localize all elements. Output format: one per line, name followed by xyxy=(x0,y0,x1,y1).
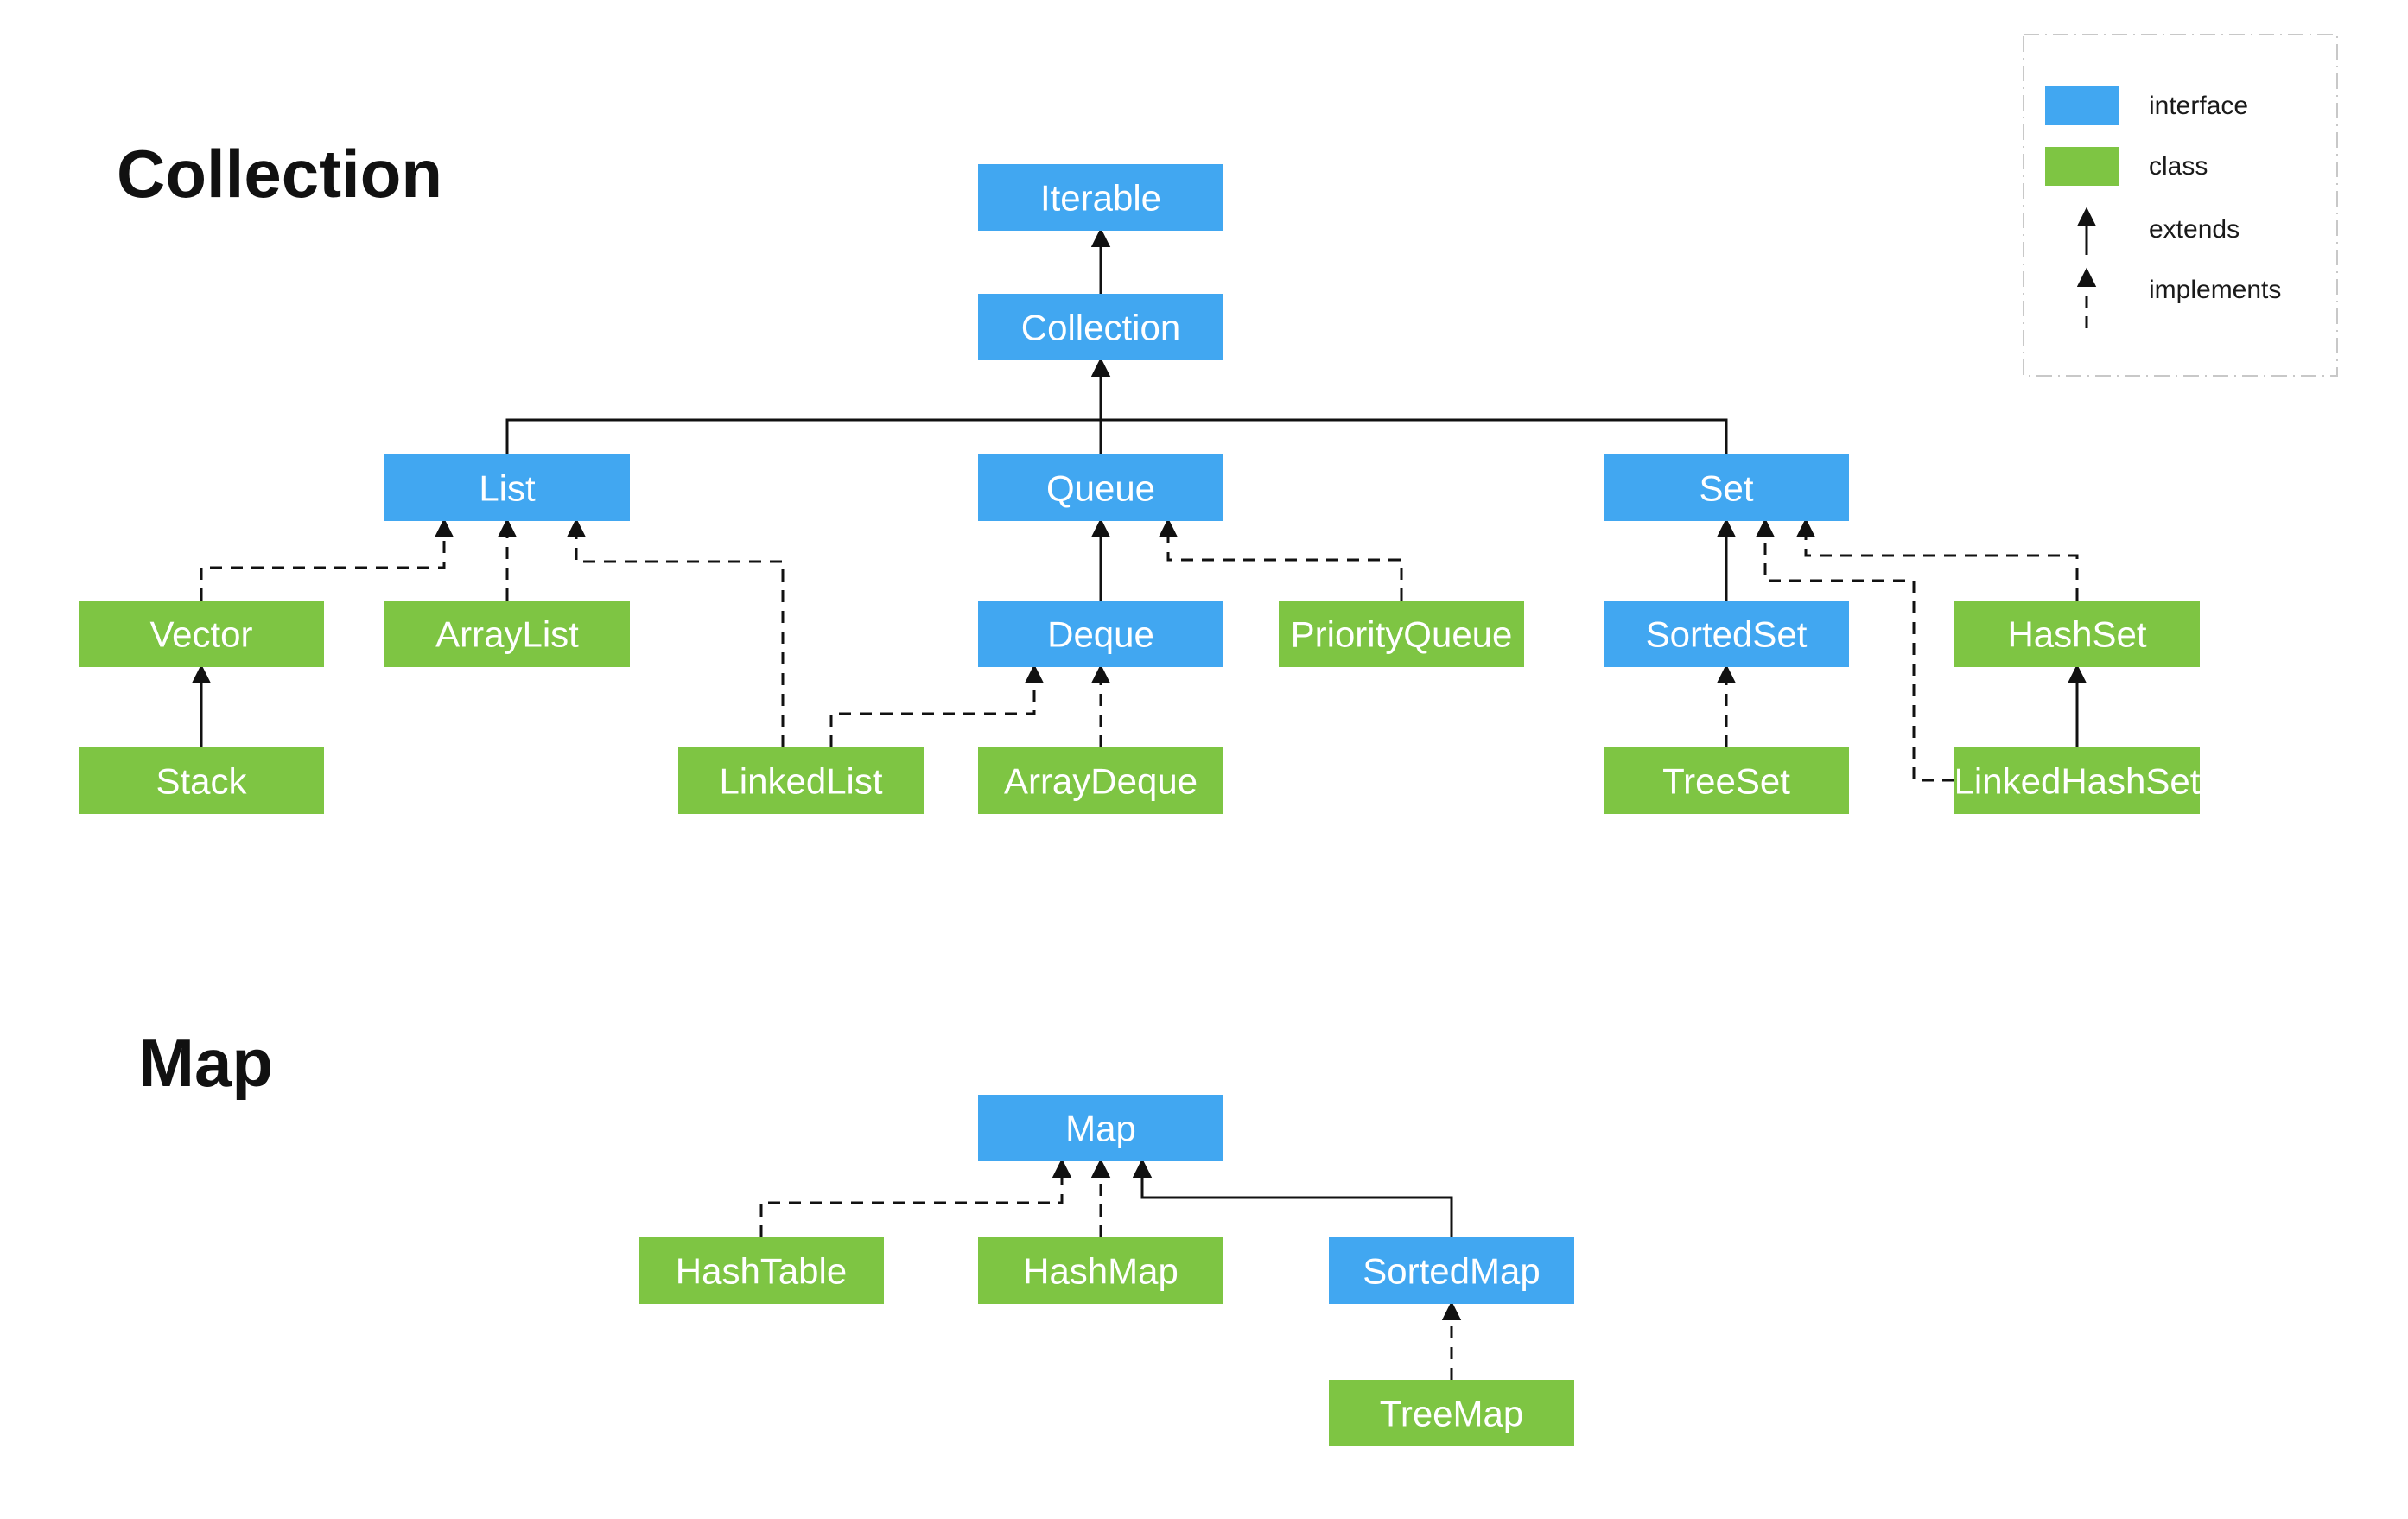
node-box-priorityqueue xyxy=(1279,601,1524,667)
node-map: Map xyxy=(978,1095,1223,1161)
edges-layer xyxy=(191,227,2087,1380)
node-box-list xyxy=(384,454,630,521)
node-label-treemap: TreeMap xyxy=(1380,1394,1524,1434)
node-label-sortedset: SortedSet xyxy=(1646,614,1808,655)
node-box-treeset xyxy=(1604,747,1849,814)
edge-sortedmap-extends-map xyxy=(1132,1158,1453,1237)
legend-label-class: class xyxy=(2149,152,2208,181)
node-box-hashmap xyxy=(978,1237,1223,1304)
node-box-treemap xyxy=(1329,1380,1574,1446)
node-hashset: HashSet xyxy=(1954,601,2200,667)
node-linkedhashset: LinkedHashSet xyxy=(1954,747,2201,814)
node-label-list: List xyxy=(479,468,536,509)
node-label-stack: Stack xyxy=(156,761,247,802)
legend-swatch-interface xyxy=(2045,86,2119,125)
node-label-set: Set xyxy=(1699,468,1753,509)
node-box-set xyxy=(1604,454,1849,521)
node-box-arraydeque xyxy=(978,747,1223,814)
node-box-deque xyxy=(978,601,1223,667)
node-vector: Vector xyxy=(79,601,324,667)
node-label-linkedhashset: LinkedHashSet xyxy=(1954,761,2201,802)
node-box-arraylist xyxy=(384,601,630,667)
edge-extends-branch-rail xyxy=(505,418,1728,454)
node-box-hashtable xyxy=(639,1237,884,1304)
node-box-linkedlist xyxy=(678,747,924,814)
edge-vector-implements-list xyxy=(200,518,454,601)
node-label-collection: Collection xyxy=(1021,308,1180,348)
node-queue: Queue xyxy=(978,454,1223,521)
node-box-queue xyxy=(978,454,1223,521)
edge-linkedhashset-implements-set xyxy=(1755,518,1954,782)
node-hashtable: HashTable xyxy=(639,1237,884,1304)
node-sortedmap: SortedMap xyxy=(1329,1237,1574,1304)
node-arraylist: ArrayList xyxy=(384,601,630,667)
node-arraydeque: ArrayDeque xyxy=(978,747,1223,814)
node-label-vector: Vector xyxy=(149,614,252,655)
legend-label-extends: extends xyxy=(2149,215,2240,244)
node-label-hashmap: HashMap xyxy=(1023,1251,1179,1292)
node-label-arraydeque: ArrayDeque xyxy=(1004,761,1198,802)
edge-priorityqueue-implements-queue xyxy=(1158,518,1403,601)
node-label-hashset: HashSet xyxy=(2007,614,2146,655)
node-label-map: Map xyxy=(1065,1109,1136,1149)
node-list: List xyxy=(384,454,630,521)
node-label-queue: Queue xyxy=(1046,468,1155,509)
section-title-collection: Collection xyxy=(117,136,442,212)
node-label-hashtable: HashTable xyxy=(676,1251,847,1292)
node-hashmap: HashMap xyxy=(978,1237,1223,1304)
edge-linkedlist-implements-deque xyxy=(829,664,1045,747)
node-box-sortedmap xyxy=(1329,1237,1574,1304)
legend-swatch-class xyxy=(2045,147,2119,186)
node-iterable: Iterable xyxy=(978,164,1223,231)
node-set: Set xyxy=(1604,454,1849,521)
node-label-linkedlist: LinkedList xyxy=(719,761,882,802)
legend-label-interface: interface xyxy=(2149,92,2248,120)
node-box-stack xyxy=(79,747,324,814)
node-linkedlist: LinkedList xyxy=(678,747,924,814)
node-sortedset: SortedSet xyxy=(1604,601,1849,667)
node-label-deque: Deque xyxy=(1047,614,1154,655)
legend: interface class extends implements xyxy=(2023,34,2338,377)
node-priorityqueue: PriorityQueue xyxy=(1279,601,1524,667)
node-box-map xyxy=(978,1095,1223,1161)
node-label-arraylist: ArrayList xyxy=(435,614,579,655)
edge-linkedlist-implements-list xyxy=(566,518,785,747)
node-label-iterable: Iterable xyxy=(1040,178,1161,219)
node-deque: Deque xyxy=(978,601,1223,667)
node-box-iterable xyxy=(978,164,1223,231)
node-treeset: TreeSet xyxy=(1604,747,1849,814)
edge-hashtable-implements-map xyxy=(759,1158,1072,1237)
edge-hashset-implements-set xyxy=(1795,518,2079,601)
node-label-priorityqueue: PriorityQueue xyxy=(1291,614,1513,655)
node-box-linkedhashset xyxy=(1954,747,2200,814)
node-label-treeset: TreeSet xyxy=(1662,761,1790,802)
node-stack: Stack xyxy=(79,747,324,814)
node-treemap: TreeMap xyxy=(1329,1380,1574,1446)
node-box-collection xyxy=(978,294,1223,360)
node-box-sortedset xyxy=(1604,601,1849,667)
node-box-vector xyxy=(79,601,324,667)
legend-label-implements: implements xyxy=(2149,276,2281,304)
node-box-hashset xyxy=(1954,601,2200,667)
node-label-sortedmap: SortedMap xyxy=(1363,1251,1540,1292)
legend-border xyxy=(2023,34,2338,377)
section-title-map: Map xyxy=(138,1025,273,1101)
node-collection: Collection xyxy=(978,294,1223,360)
